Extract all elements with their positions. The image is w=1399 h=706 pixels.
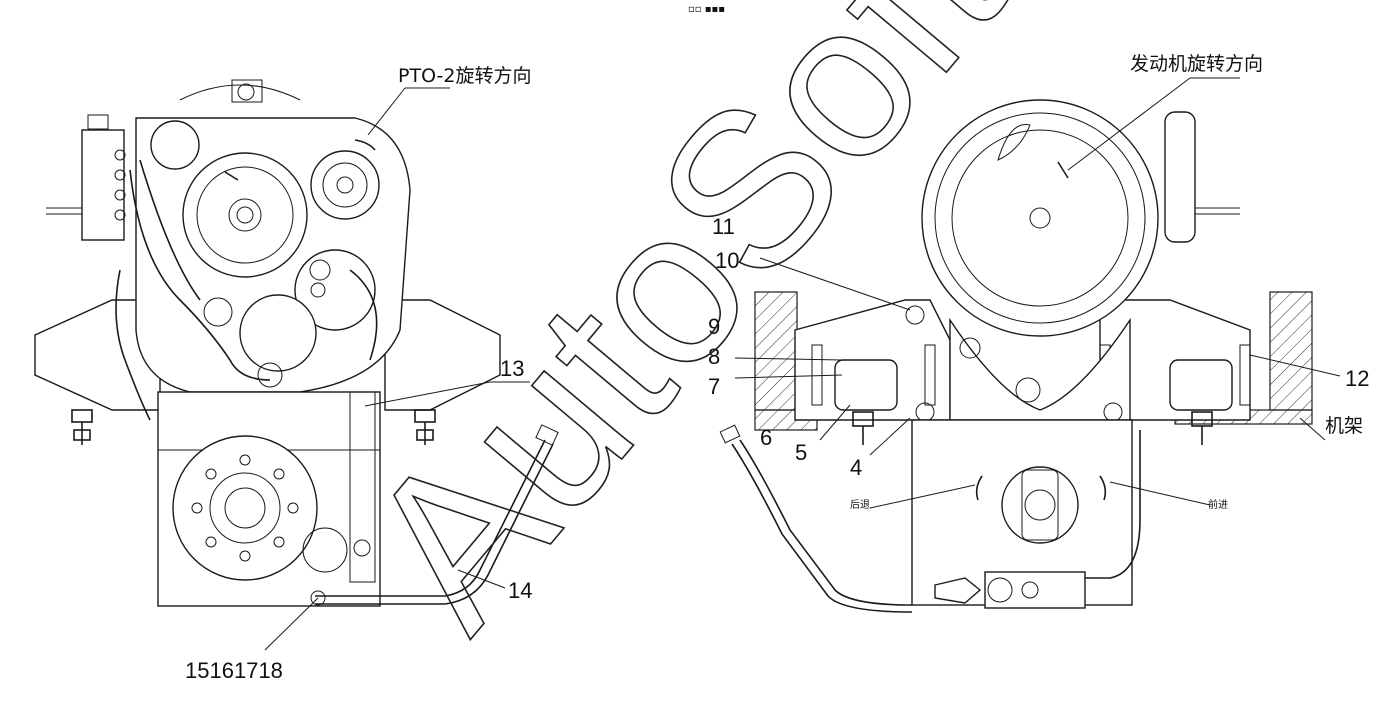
callout-9: 9	[708, 314, 720, 339]
callout-4: 4	[850, 455, 862, 480]
callout-13: 13	[500, 356, 524, 381]
callout-6: 6	[760, 425, 772, 450]
right-leader-lines	[734, 77, 1341, 509]
callout-7: 7	[708, 374, 720, 399]
engine-direction-label: 发动机旋转方向	[1130, 53, 1263, 75]
left-leader-lines	[264, 87, 530, 651]
callout-14: 14	[508, 578, 532, 603]
callout-5: 5	[795, 440, 807, 465]
callout-10: 10	[715, 248, 739, 273]
pto2-direction-label: PTO-2旋转方向	[398, 65, 532, 87]
callout-8: 8	[708, 344, 720, 369]
left-transmission-view	[34, 79, 559, 607]
header-mark: ▫▫ ▪▪▪	[688, 4, 725, 15]
callout-11: 11	[712, 214, 735, 239]
right-transmission-view	[719, 99, 1313, 613]
reverse-label: 后退	[850, 499, 870, 511]
frame-label: 机架	[1325, 415, 1363, 437]
forward-label: 前进	[1208, 498, 1228, 511]
callout-12: 12	[1345, 366, 1369, 391]
callout-15-18: 15161718	[185, 658, 283, 683]
